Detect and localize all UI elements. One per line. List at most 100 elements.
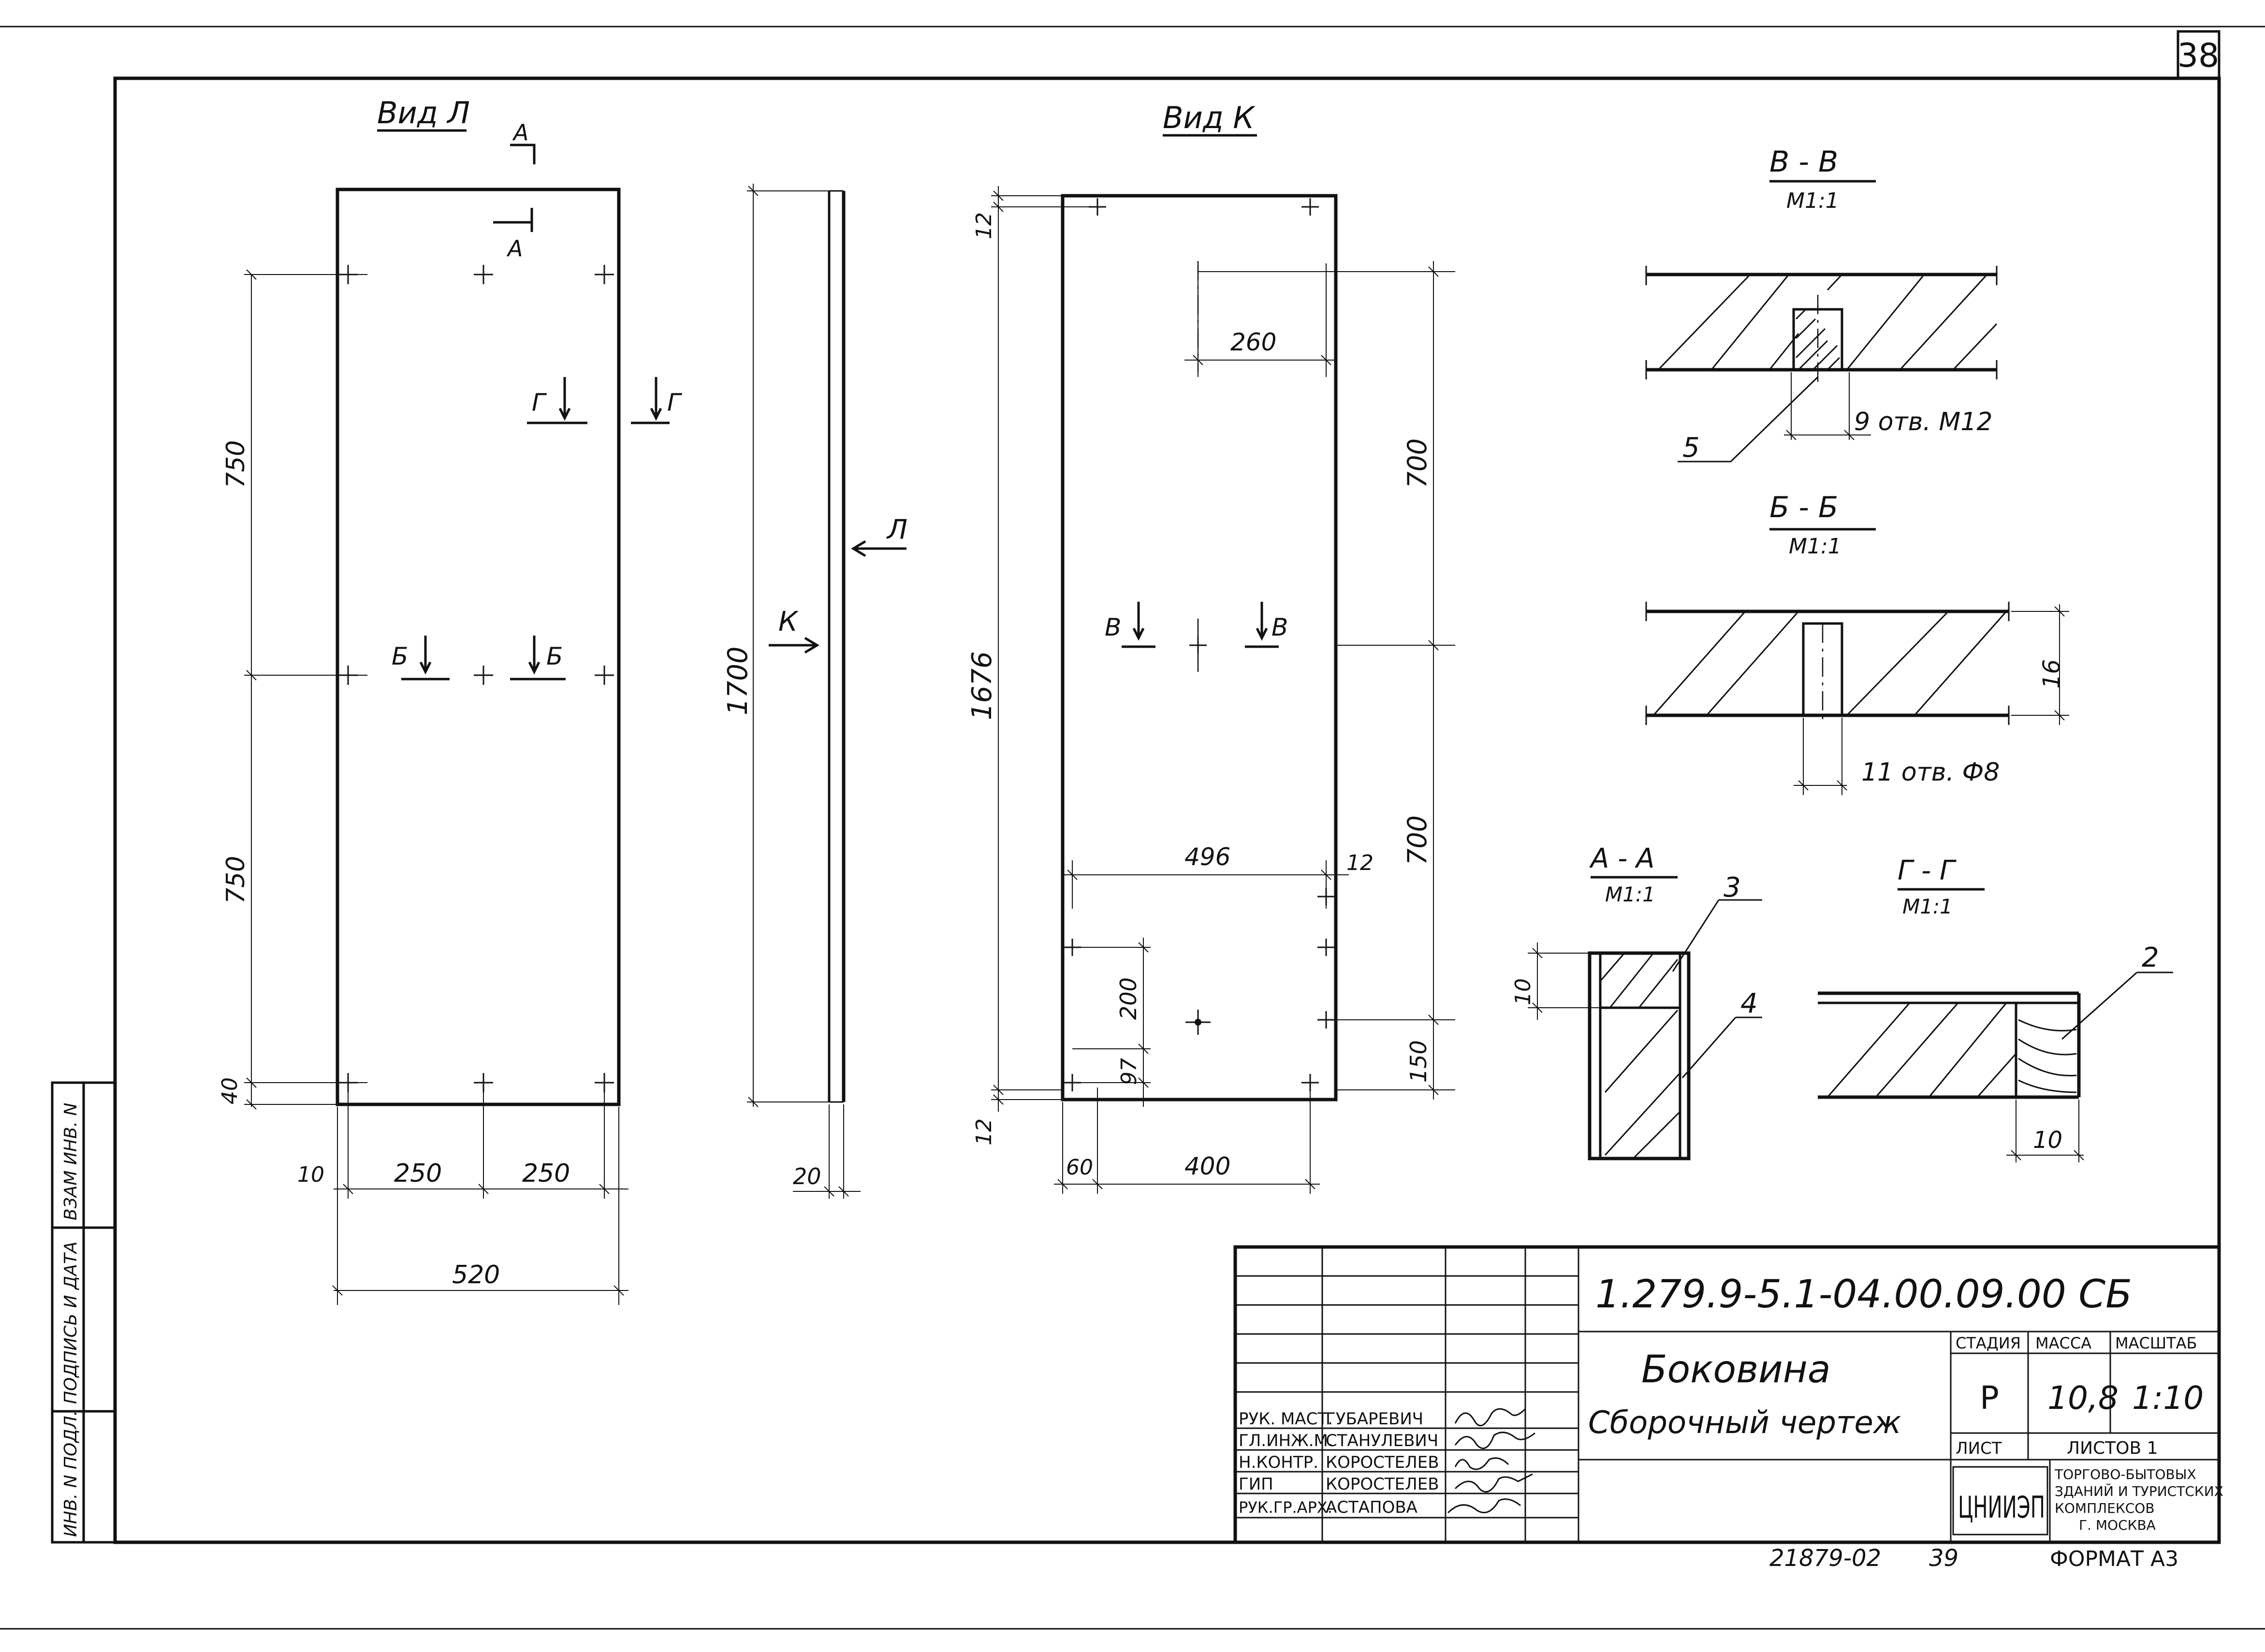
view-k-title: Вид К	[1163, 100, 1256, 135]
dim-496: 496	[1184, 843, 1230, 871]
dim-250-left: 250	[394, 1159, 442, 1188]
mark-v1: В	[1105, 613, 1121, 641]
section-aa-pos4: 4	[1740, 988, 1758, 1019]
dim-20: 20	[793, 1163, 821, 1189]
dim-40: 40	[218, 1077, 242, 1104]
dim-10: 10	[297, 1162, 324, 1187]
section-aa-body	[1588, 951, 1691, 1160]
title-block: РУК. МАСТ. ГУБАРЕВИЧ ГЛ.ИНЖ.М. СТАНУЛЕВИ…	[1233, 1245, 2223, 1544]
sig-role-1: ГЛ.ИНЖ.М.	[1239, 1431, 1333, 1450]
sig-role-3: ГИП	[1239, 1475, 1273, 1494]
section-gg-title: Г - Г	[1898, 855, 1957, 886]
dim-250-right: 250	[522, 1159, 570, 1188]
section-bb-title: Б - Б	[1769, 491, 1838, 524]
dim-400: 400	[1184, 1152, 1230, 1180]
scale-value: 1:10	[2132, 1379, 2204, 1417]
mass-value: 10,8	[2047, 1379, 2119, 1417]
dim-1700: 1700	[722, 646, 754, 715]
mark-b1: Б	[392, 642, 408, 670]
sig-role-4: РУК.ГР.АРХ.	[1239, 1498, 1332, 1517]
sheet-number: 38	[2177, 37, 2220, 75]
arrow-l-label: Л	[886, 514, 907, 546]
sig-role-0: РУК. МАСТ.	[1239, 1409, 1333, 1429]
org-line-1: ТОРГОВО-БЫТОВЫХ	[2054, 1466, 2196, 1482]
sheets-label: ЛИСТОВ 1	[2067, 1438, 2158, 1458]
sig-name-3: КОРОСТЕЛЕВ	[1326, 1475, 1439, 1494]
dim-12-top: 12	[972, 212, 996, 239]
stamp-podpis: ПОДПИСЬ И ДАТА	[61, 1241, 81, 1404]
mark-a2: А	[506, 235, 523, 261]
stage-value: Р	[1980, 1379, 1999, 1417]
mark-g2: Г	[667, 389, 683, 417]
mark-v2: В	[1271, 613, 1288, 641]
stamp-vzam: ВЗАМ ИНВ. N	[61, 1103, 81, 1220]
mark-g1: Г	[532, 389, 547, 417]
section-aa-pos3: 3	[1724, 872, 1741, 903]
section-bb-scale: М1:1	[1789, 534, 1841, 559]
view-k-holes	[1064, 198, 1335, 1091]
org-line-3: КОМПЛЕКСОВ	[2055, 1500, 2155, 1516]
org-logo: ЦНИИЭП	[1952, 1466, 2048, 1536]
section-aa-title: А - А	[1589, 843, 1654, 874]
section-bb-dim16: 16	[2038, 659, 2065, 689]
sig-name-2: КОРОСТЕЛЕВ	[1326, 1453, 1439, 1472]
section-bb-note: 11 отв. Ф8	[1861, 758, 2000, 787]
section-vv-pos5: 5	[1682, 432, 1700, 464]
section-vv-note: 9 отв. М12	[1854, 407, 1992, 436]
view-k: Вид К В В	[966, 100, 1455, 1194]
signature-scribbles	[1447, 1408, 1535, 1514]
section-vv-title: В - В	[1769, 145, 1838, 179]
section-aa-dim10: 10	[1511, 978, 1535, 1005]
dim-12-bottom: 12	[972, 1118, 996, 1145]
view-l-holes	[338, 265, 614, 1092]
sig-name-4: АСТАПОВА	[1326, 1498, 1417, 1517]
sig-role-2: Н.КОНТР.	[1239, 1453, 1318, 1472]
section-vv-scale: М1:1	[1786, 188, 1839, 213]
side-stamp: ИНВ. N ПОДЛ. ПОДПИСЬ И ДАТА ВЗАМ ИНВ. N	[51, 1081, 117, 1544]
section-vv: В - В М1:1 5 9 отв. М12	[1645, 145, 1998, 464]
footer-format: ФОРМАТ А3	[2050, 1547, 2178, 1571]
section-gg-dim10: 10	[2033, 1127, 2062, 1154]
dim-750-upper: 750	[221, 440, 250, 488]
mark-b2: Б	[546, 642, 563, 670]
view-k-hole-large	[1195, 1019, 1201, 1026]
dim-260: 260	[1230, 328, 1276, 356]
dim-12-mid: 12	[1346, 851, 1374, 875]
scale-label: МАСШТАБ	[2115, 1334, 2197, 1352]
section-gg-pos2: 2	[2142, 942, 2159, 973]
org-logo-text: ЦНИИЭП	[1958, 1490, 2045, 1525]
drawing-frame	[113, 76, 2221, 1544]
org-line-4: Г. МОСКВА	[2079, 1517, 2156, 1533]
sheet-number-box: 38	[2177, 30, 2221, 80]
section-aa: А - А М1:1 10 3 4	[1511, 843, 1762, 1160]
section-bb: Б - Б М1:1 16 11 отв. Ф8	[1645, 491, 2069, 795]
dim-700-lower: 700	[1402, 815, 1432, 865]
view-l: Вид Л А А Г Г Б Б	[218, 95, 683, 1305]
sig-name-1: СТАНУЛЕВИЧ	[1326, 1431, 1438, 1450]
section-gg: Г - Г М1:1 2 10	[1818, 855, 2173, 1162]
dim-1676: 1676	[966, 651, 998, 720]
item-name: Боковина	[1641, 1348, 1831, 1391]
mass-label: МАССА	[2035, 1334, 2091, 1352]
dim-200: 200	[1115, 977, 1141, 1020]
sheet-label: ЛИСТ	[1956, 1439, 2002, 1458]
dim-60: 60	[1066, 1155, 1093, 1180]
dim-520: 520	[452, 1261, 500, 1290]
side-view: 1700 К Л 20	[722, 184, 907, 1199]
dim-700-upper: 700	[1402, 438, 1432, 488]
stamp-inv-podl: ИНВ. N ПОДЛ.	[61, 1410, 81, 1537]
sig-name-0: ГУБАРЕВИЧ	[1326, 1409, 1423, 1429]
stage-label: СТАДИЯ	[1956, 1334, 2021, 1352]
doc-code: 1.279.9-5.1-04.00.09.00 СБ	[1595, 1272, 2132, 1317]
view-l-title: Вид Л	[377, 95, 470, 130]
org-line-2: ЗДАНИЙ И ТУРИСТСКИХ	[2055, 1483, 2223, 1499]
signature-rows: РУК. МАСТ. ГУБАРЕВИЧ ГЛ.ИНЖ.М. СТАНУЛЕВИ…	[1239, 1409, 1439, 1517]
view-l-panel	[336, 188, 621, 1106]
section-aa-scale: М1:1	[1605, 883, 1655, 906]
item-subtitle: Сборочный чертеж	[1588, 1405, 1901, 1441]
footer-page: 39	[1929, 1545, 1958, 1572]
footer-archive: 21879-02	[1769, 1545, 1881, 1572]
arrow-k-label: К	[778, 606, 799, 638]
dim-150: 150	[1405, 1040, 1432, 1083]
